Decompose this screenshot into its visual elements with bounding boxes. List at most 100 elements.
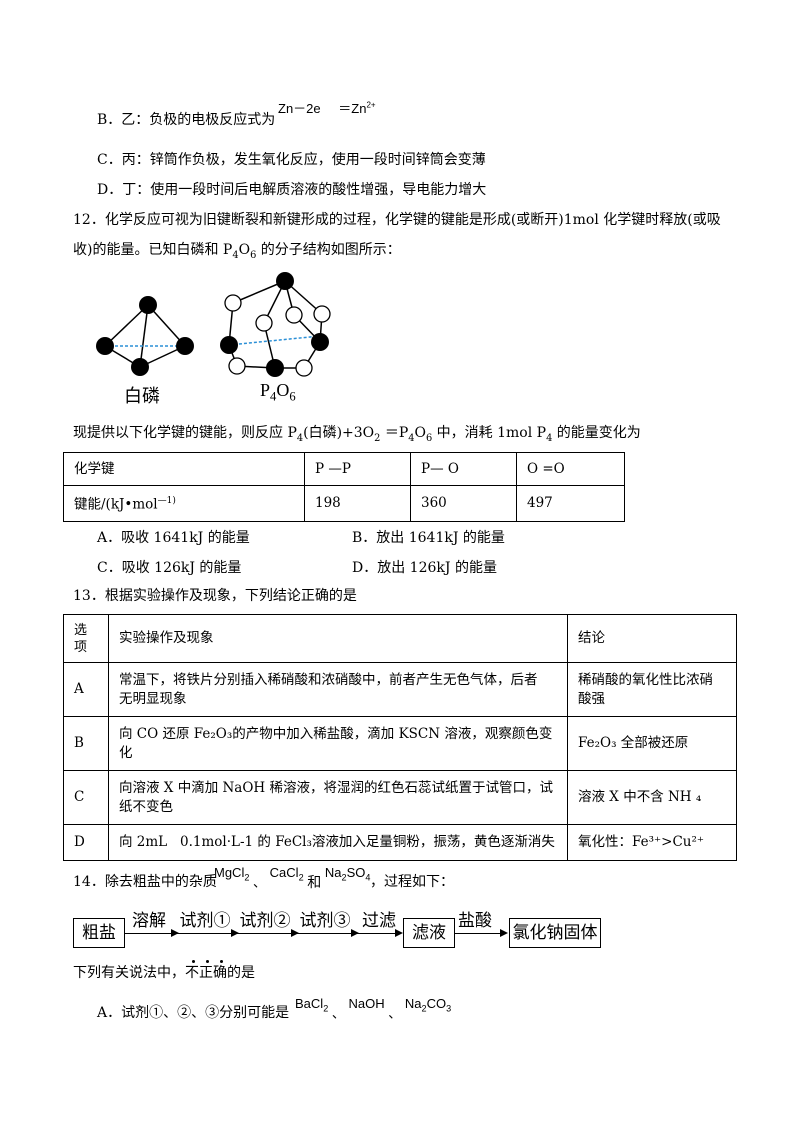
- p-atom: [176, 337, 194, 355]
- text: 收)的能量。已知白磷和 P: [73, 242, 233, 258]
- table-cell: B: [63, 716, 109, 771]
- q13-stem: 13．根据实验操作及现象，下列结论正确的是: [73, 588, 357, 604]
- table-cell: A: [63, 662, 109, 717]
- flow-arrow: [124, 933, 398, 934]
- o-atom: [255, 314, 273, 332]
- q12-option-c: C．吸收 126kJ 的能量: [97, 560, 242, 576]
- q12-question: 现提供以下化学键的键能，则反应 P4(白磷)+3O2 ＝P4O6 中，消耗 1m…: [73, 423, 641, 449]
- sub: 6: [250, 249, 257, 261]
- table-row: 键能/(kJ•mol—1) 198 360 497: [63, 485, 625, 522]
- table-cell: 键能/(kJ•mol—1): [63, 485, 305, 522]
- q11-option-d: D．丁：使用一段时间后电解质溶液的酸性增强，导电能力增大: [97, 182, 487, 198]
- table-cell: C: [63, 770, 109, 825]
- arrow-head-icon: [500, 929, 508, 937]
- white-phosphorus-molecule: [96, 296, 194, 376]
- text: 、: [388, 1006, 402, 1021]
- text: BaCl: [295, 996, 324, 1011]
- table-row: B 向 CO 还原 Fe₂O₃的产物中加入稀盐酸，滴加 KSCN 溶液，观察颜色…: [63, 716, 737, 771]
- text: 下列有关说法中，: [73, 965, 185, 981]
- q11-option-b: B．乙：负极的电极反应式为: [97, 110, 275, 130]
- emphasized-text: 不正确: [185, 965, 227, 981]
- text: CO: [426, 996, 447, 1011]
- text: 键能/(kJ•mol: [74, 496, 158, 513]
- formula-sup: 2+: [366, 100, 376, 110]
- flow-step-reagent-2: 试剂②: [239, 911, 291, 931]
- table-cell: 向 CO 还原 Fe₂O₃的产物中加入稀盐酸，滴加 KSCN 溶液，观察颜色变 …: [108, 716, 568, 771]
- emphasis-dot: [192, 960, 195, 963]
- arrow-head-icon: [351, 929, 359, 937]
- molecule-structure-figure: [96, 272, 331, 377]
- table-row: 选 项 实验操作及现象 结论: [63, 614, 737, 663]
- sub: 6: [289, 389, 296, 404]
- q11-option-c: C．丙：锌筒作负极，发生氧化反应，使用一段时间锌筒会变薄: [97, 152, 486, 168]
- p4o6-molecule: [220, 272, 331, 377]
- text: O: [276, 380, 290, 400]
- sub: 2: [323, 1003, 329, 1014]
- text: 和: [307, 875, 322, 891]
- q14-stem-end: ，过程如下：: [370, 874, 454, 890]
- q14-question: 下列有关说法中，不正确的是: [73, 963, 255, 983]
- table-cell: P —P: [304, 452, 411, 486]
- sub: 4: [365, 872, 371, 883]
- arrow-head-icon: [291, 929, 299, 937]
- text: CaCl: [269, 865, 299, 880]
- arrow-head-icon: [395, 929, 403, 937]
- table-cell: Fe₂O₃ 全部被还原: [567, 716, 737, 771]
- text: 、: [253, 875, 267, 890]
- emphasis-dot: [206, 960, 209, 963]
- sub: 2: [298, 872, 304, 883]
- q12-option-a: A．吸收 1641kJ 的能量: [97, 530, 250, 546]
- table-cell: 结论: [567, 614, 737, 663]
- q12-stem-line1: 12．化学反应可视为旧键断裂和新键形成的过程，化学键的键能是形成(或断开)1mo…: [73, 212, 721, 228]
- text: A．试剂①、②、③分别可能是: [97, 1005, 290, 1021]
- formula-left: Zn－2e: [278, 101, 321, 116]
- text: O: [414, 425, 426, 441]
- table-cell: 实验操作及现象: [108, 614, 568, 663]
- q14-stem: 14．除去粗盐中的杂质: [73, 872, 217, 892]
- text: 14．除去粗盐中的杂质: [73, 874, 217, 890]
- sup: —1): [157, 496, 176, 507]
- o-atom: [224, 294, 242, 312]
- flow-step-dissolve: 溶解: [132, 911, 166, 931]
- text: 的分子结构如图所示：: [256, 242, 401, 258]
- emphasis-dot: [220, 960, 223, 963]
- q14-impurities: MgCl2 、 CaCl2 和 Na2SO4: [214, 862, 371, 891]
- table-cell: 360: [410, 485, 517, 522]
- table-cell: 选 项: [63, 614, 109, 663]
- text: SO: [346, 865, 366, 880]
- text: 现提供以下化学键的键能，则反应 P: [73, 425, 297, 441]
- text: 、: [331, 1006, 345, 1021]
- text: 中，消耗 1mol P: [432, 425, 547, 441]
- sub: 2: [341, 872, 347, 883]
- flow-step-filter: 过滤: [362, 911, 396, 931]
- table-cell: 198: [304, 485, 411, 522]
- table-row: D 向 2mL 0.1mol·L-1 的 FeCl₃溶液加入足量铜粉，振荡，黄色…: [63, 824, 737, 861]
- table-cell: D: [63, 824, 109, 861]
- sub: 2: [244, 872, 250, 883]
- p-atom: [139, 296, 157, 314]
- sub: 4: [408, 432, 415, 444]
- o-atom: [313, 305, 331, 323]
- figure-label-p4o6: P4O6: [260, 380, 296, 405]
- text: P: [260, 380, 271, 400]
- p-atom: [276, 272, 294, 290]
- q12-stem-line2: 收)的能量。已知白磷和 P4O6 的分子结构如图所示：: [73, 240, 401, 266]
- table-cell: 497: [516, 485, 625, 522]
- o-atom: [295, 359, 313, 377]
- q14-option-a: A．试剂①、②、③分别可能是: [97, 1003, 289, 1023]
- table-cell: O =O: [516, 452, 625, 486]
- table-row: 化学键 P —P P— O O =O: [63, 452, 625, 486]
- table-cell: 向溶液 X 中滴加 NaOH 稀溶液，将湿润的红色石蕊试纸置于试管口，试 纸不变…: [108, 770, 568, 825]
- table-cell: P— O: [410, 452, 517, 486]
- flow-step-reagent-3: 试剂③: [299, 911, 351, 931]
- text: O: [238, 242, 251, 258]
- sub: 4: [546, 432, 553, 444]
- text: NaOH: [348, 996, 385, 1011]
- sub: 3: [446, 1003, 452, 1014]
- p-atom: [96, 337, 114, 355]
- figure-label-white-phosphorus: 白磷: [124, 386, 160, 407]
- flow-step-hydrochloric-acid: 盐酸: [458, 911, 492, 931]
- q14-option-a-reagents: BaCl2 、 NaOH 、 Na2CO3: [295, 993, 452, 1021]
- table-cell: 稀硝酸的氧化性比浓硝 酸强: [567, 662, 737, 717]
- p-atom: [220, 336, 238, 354]
